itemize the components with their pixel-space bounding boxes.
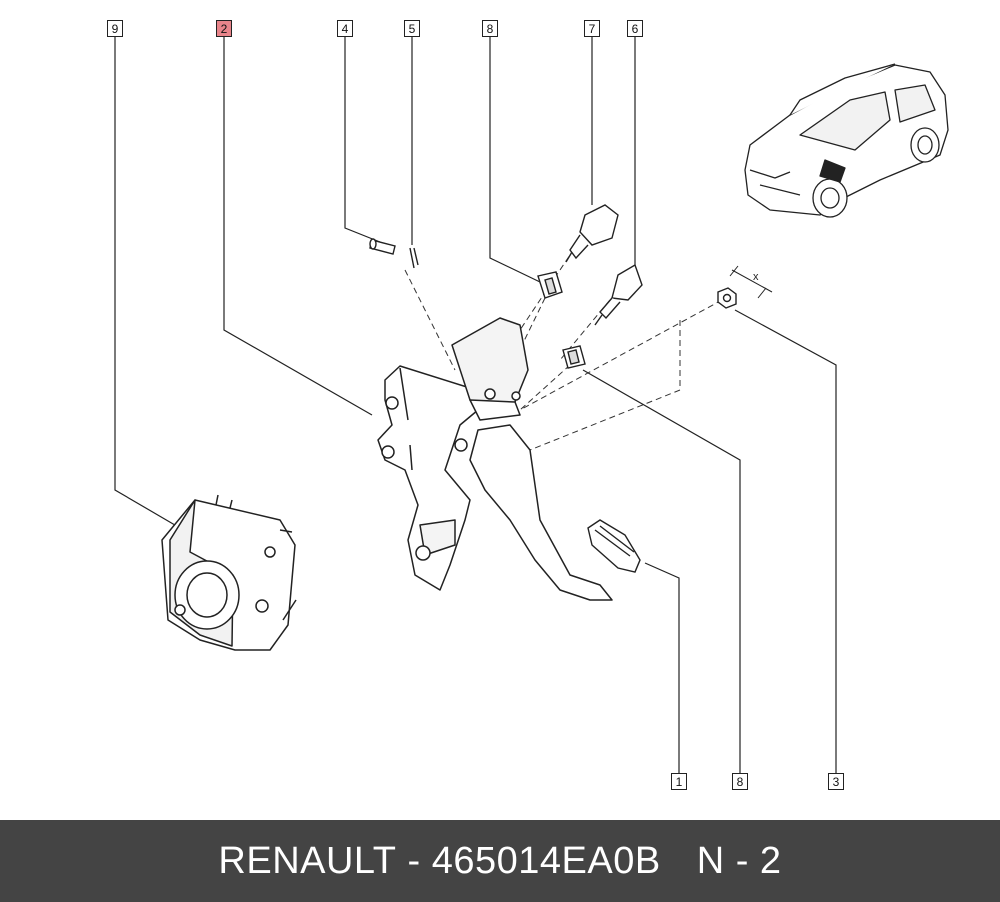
leader-4: [344, 37, 381, 243]
part-nut-3: [717, 287, 737, 309]
footer-page-ref: N - 2: [696, 839, 782, 882]
part-clip-5: [409, 247, 419, 269]
footer-separator: -: [396, 839, 432, 882]
part-switch-6: [594, 263, 643, 326]
callout-9: 9: [107, 20, 123, 37]
callout-4: 4: [337, 20, 353, 37]
part-switch-7: [565, 204, 619, 263]
leader-3: [734, 309, 837, 773]
part-bush-8a: [537, 271, 563, 299]
callout-5: 5: [404, 20, 420, 37]
leader-8a: [489, 37, 541, 283]
callout-7: 7: [584, 20, 600, 37]
part-pedal-assembly-2: [377, 317, 613, 601]
parts-diagram: x: [114, 37, 949, 773]
callout-3: 3: [828, 773, 844, 790]
callout-8-top: 8: [482, 20, 498, 37]
footer-part-number: 465014EA0B: [431, 839, 661, 882]
vehicle-icon: [744, 63, 949, 218]
part-pin-4: [369, 238, 396, 255]
part-pedal-pad-1: [587, 519, 641, 573]
footer-banner: RENAULT - 465014EA0B N - 2: [0, 820, 1000, 902]
leader-1: [644, 562, 680, 773]
footer-brand: RENAULT: [218, 839, 397, 882]
callout-1: 1: [671, 773, 687, 790]
callout-2-highlighted: 2: [216, 20, 232, 37]
torque-mark: x: [753, 271, 759, 283]
callout-8-bottom: 8: [732, 773, 748, 790]
leader-8b: [582, 369, 741, 773]
part-bracket-9: [161, 494, 297, 651]
callout-6: 6: [627, 20, 643, 37]
part-bush-8b: [562, 345, 586, 369]
leader-2: [223, 37, 373, 416]
leader-9: [114, 37, 181, 529]
